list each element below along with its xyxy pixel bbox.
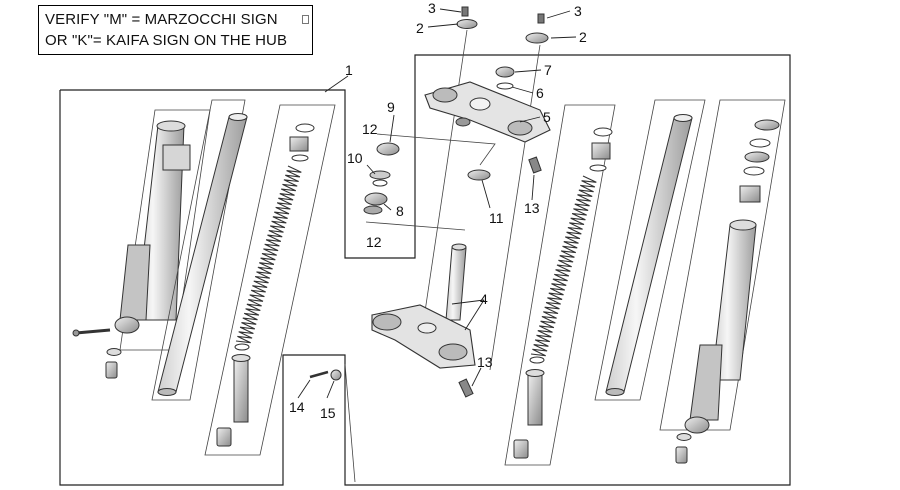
callout-labels: 1 2 3 2 3 7 6 5 9 12 10 8 12 11 13 4 13 … <box>289 0 587 421</box>
callout-15: 15 <box>320 405 336 421</box>
verify-sign-note: VERIFY "M" = MARZOCCHI SIGN OR "K"= KAIF… <box>38 5 313 55</box>
lower-triple-clamp <box>371 243 476 398</box>
upper-triple-clamp <box>424 66 551 174</box>
callout-9: 9 <box>387 99 395 115</box>
note-line-1: VERIFY "M" = MARZOCCHI SIGN <box>45 11 278 28</box>
callout-6: 6 <box>536 85 544 101</box>
right-fork-spring <box>504 104 616 466</box>
callout-12-bottom: 12 <box>366 234 382 250</box>
left-fork-slider <box>72 109 211 379</box>
note-checkbox-glyph <box>302 15 309 24</box>
steering-bearings <box>363 133 496 231</box>
callout-12-top: 12 <box>362 121 378 137</box>
left-fork-stanchion <box>151 99 248 401</box>
left-fork-frame <box>59 54 791 486</box>
callout-13-top: 13 <box>524 200 540 216</box>
right-fork-stanchion <box>594 99 706 401</box>
callout-7: 7 <box>544 62 552 78</box>
callout-3-left: 3 <box>428 0 436 16</box>
note-line-2: OR "K"= KAIFA SIGN ON THE HUB <box>45 32 288 49</box>
cable-clip-parts <box>309 363 356 483</box>
callout-11: 11 <box>489 210 504 226</box>
callout-10: 10 <box>347 150 363 166</box>
callout-4: 4 <box>480 291 488 307</box>
callout-14: 14 <box>289 399 305 415</box>
callout-2-right: 2 <box>579 29 587 45</box>
right-fork-slider <box>659 99 786 464</box>
callout-5: 5 <box>543 109 551 125</box>
callout-8: 8 <box>396 203 404 219</box>
callout-13-bottom: 13 <box>477 354 493 370</box>
leader-lines <box>297 8 577 399</box>
callout-2-left: 2 <box>416 20 424 36</box>
left-fork-spring <box>204 104 336 456</box>
top-right-bolt-nut <box>489 13 549 371</box>
callout-3-right: 3 <box>574 3 582 19</box>
callout-1: 1 <box>345 62 353 78</box>
